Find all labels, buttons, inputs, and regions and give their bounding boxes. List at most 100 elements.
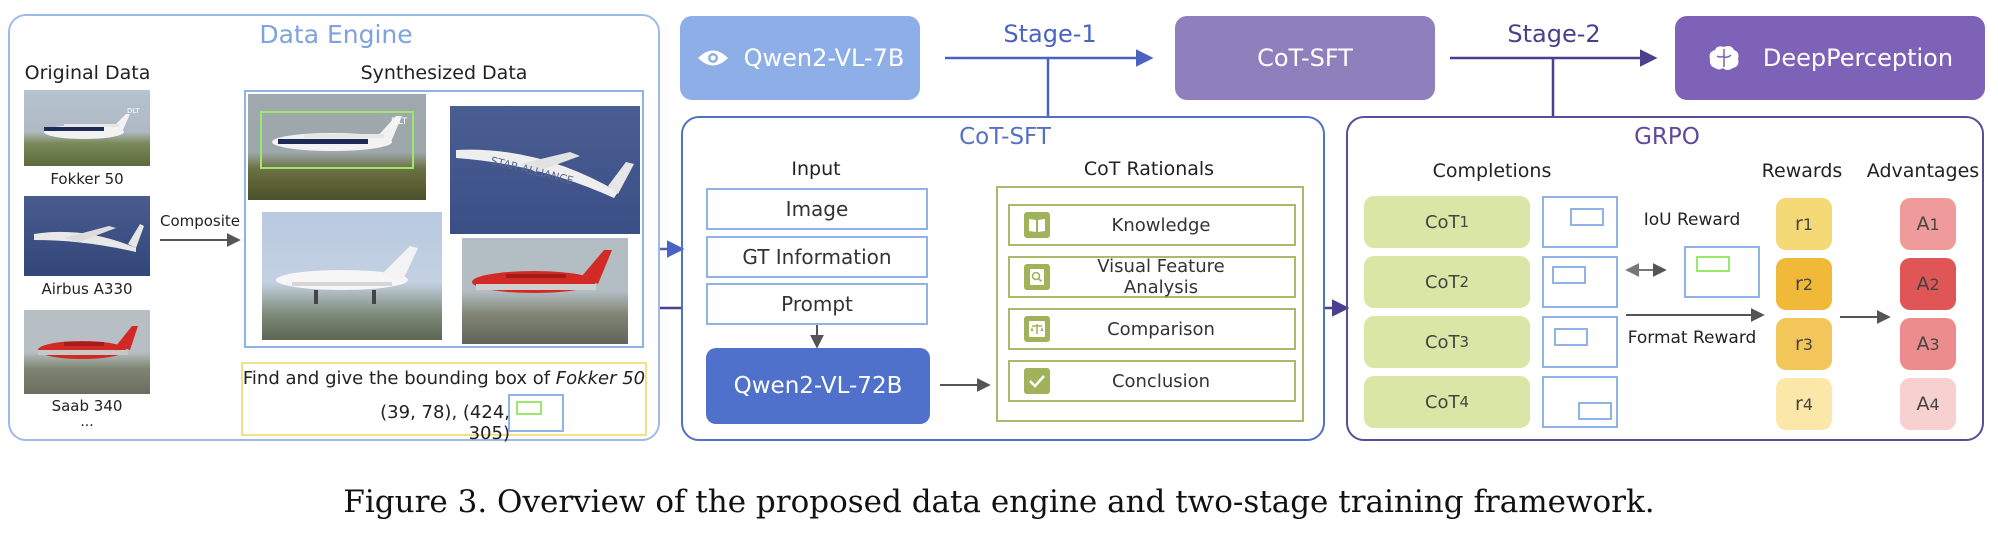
rational-visual-feature-analysis: Visual Feature Analysis [1008, 256, 1296, 298]
query-prefix: Find and give the bounding box of [242, 368, 556, 389]
input-header: Input [791, 158, 841, 180]
a1-sub: 1 [1929, 214, 1940, 234]
stage2-label: Stage-2 [1507, 20, 1601, 48]
rewards-header: Rewards [1761, 160, 1843, 182]
bbox-1-rect [1570, 208, 1604, 226]
original-label-fokker: Fokker 50 [50, 170, 124, 188]
original-image-fokker: DLT [24, 90, 150, 166]
cot-4-sub: 4 [1459, 393, 1470, 411]
deepperception-label: DeepPerception [1762, 44, 1954, 72]
r2-sub: 2 [1802, 274, 1813, 294]
rational-comparison-label: Comparison [1107, 318, 1215, 340]
cot-sft-label: CoT-SFT [1257, 44, 1353, 72]
query-bbox-rect [516, 401, 542, 415]
iou-reward-label: IoU Reward [1643, 210, 1741, 230]
qwen72b-label: Qwen2-VL-72B [733, 373, 903, 399]
bbox-2-rect [1552, 266, 1586, 284]
r1-sub: 1 [1802, 214, 1813, 234]
eye-icon [697, 50, 728, 66]
a3-sub: 3 [1929, 334, 1940, 354]
original-label-saab: Saab 340 [51, 397, 123, 415]
composite-label: Composite [159, 212, 241, 230]
original-ellipsis: ... [80, 414, 94, 430]
rational-knowledge-label: Knowledge [1111, 214, 1211, 236]
stage1-label: Stage-1 [1003, 20, 1097, 48]
gt-bbox-card [1684, 246, 1760, 298]
rational-conclusion-label: Conclusion [1111, 370, 1211, 392]
original-image-saab [24, 310, 150, 394]
qwen72b-block: Qwen2-VL-72B [706, 348, 930, 424]
completion-bbox-4 [1542, 376, 1618, 428]
gt-bbox-rect [1696, 256, 1730, 272]
bbox-3-rect [1554, 328, 1588, 346]
format-reward-label: Format Reward [1627, 328, 1757, 348]
advantages-header: Advantages [1866, 160, 1980, 182]
cot-rationals-frame [996, 186, 1304, 422]
a4-base: A [1916, 393, 1930, 415]
original-image-airbus [24, 196, 150, 276]
completions-header: Completions [1432, 160, 1552, 182]
a2-base: A [1916, 273, 1930, 295]
synth-image-airbus: STAR ALLIANCE [450, 106, 640, 234]
a1-base: A [1916, 213, 1930, 235]
a4-sub: 4 [1929, 394, 1940, 414]
qwen7b-block: Qwen2-VL-7B [680, 16, 920, 100]
r3-sub: 3 [1802, 334, 1813, 354]
qwen7b-label: Qwen2-VL-7B [743, 44, 905, 72]
rational-comparison: Comparison [1008, 308, 1296, 350]
svg-text:DLT: DLT [391, 117, 408, 127]
query-bbox-thumb [508, 394, 564, 432]
data-engine-title: Data Engine [259, 20, 413, 49]
magnifier-doc-icon [1024, 264, 1050, 290]
brain-icon [1709, 46, 1739, 70]
r4-base: r [1795, 393, 1803, 415]
rational-visual-label: Visual Feature Analysis [1097, 256, 1225, 298]
book-icon [1024, 212, 1050, 238]
a3-base: A [1916, 333, 1930, 355]
synthesized-data-header: Synthesized Data [360, 62, 528, 84]
query-coords: (39, 78), (424, 305) [380, 402, 510, 444]
cot-rationals-header: CoT Rationals [1083, 158, 1215, 180]
query-card [241, 362, 647, 436]
check-icon [1024, 368, 1050, 394]
grpo-panel: GRPO [1346, 116, 1984, 441]
bbox-4-rect [1578, 402, 1612, 420]
cot-2-base: CoT [1424, 271, 1460, 293]
cot-sft-panel: CoT-SFT [681, 116, 1325, 441]
input-gt-information: GT Information [706, 236, 928, 278]
deepperception-block: DeepPerception [1675, 16, 1985, 100]
synth-image-saab [462, 238, 628, 344]
query-text: Find and give the bounding box of Fokker… [241, 368, 647, 389]
original-data-header: Original Data [24, 62, 151, 84]
cot-1-sub: 1 [1459, 213, 1470, 231]
data-engine-panel: Data Engine [8, 14, 660, 441]
synth-image-falcon [262, 212, 442, 340]
rational-conclusion: Conclusion [1008, 360, 1296, 402]
completion-bbox-3 [1542, 316, 1618, 368]
rational-knowledge: Knowledge [1008, 204, 1296, 246]
input-image: Image [706, 188, 928, 230]
r3-base: r [1795, 333, 1803, 355]
cot-sft-panel-title: CoT-SFT [959, 124, 1051, 150]
cot-3-base: CoT [1424, 331, 1460, 353]
cot-3-sub: 3 [1459, 333, 1470, 351]
svg-text:DLT: DLT [127, 107, 140, 115]
cot-sft-block: CoT-SFT [1175, 16, 1435, 100]
figure-caption: Figure 3. Overview of the proposed data … [343, 484, 1655, 520]
cot-4-base: CoT [1424, 391, 1460, 413]
completion-bbox-2 [1542, 256, 1618, 308]
original-label-airbus: Airbus A330 [41, 280, 133, 298]
grpo-panel-title: GRPO [1634, 124, 1700, 150]
cot-2-sub: 2 [1459, 273, 1470, 291]
